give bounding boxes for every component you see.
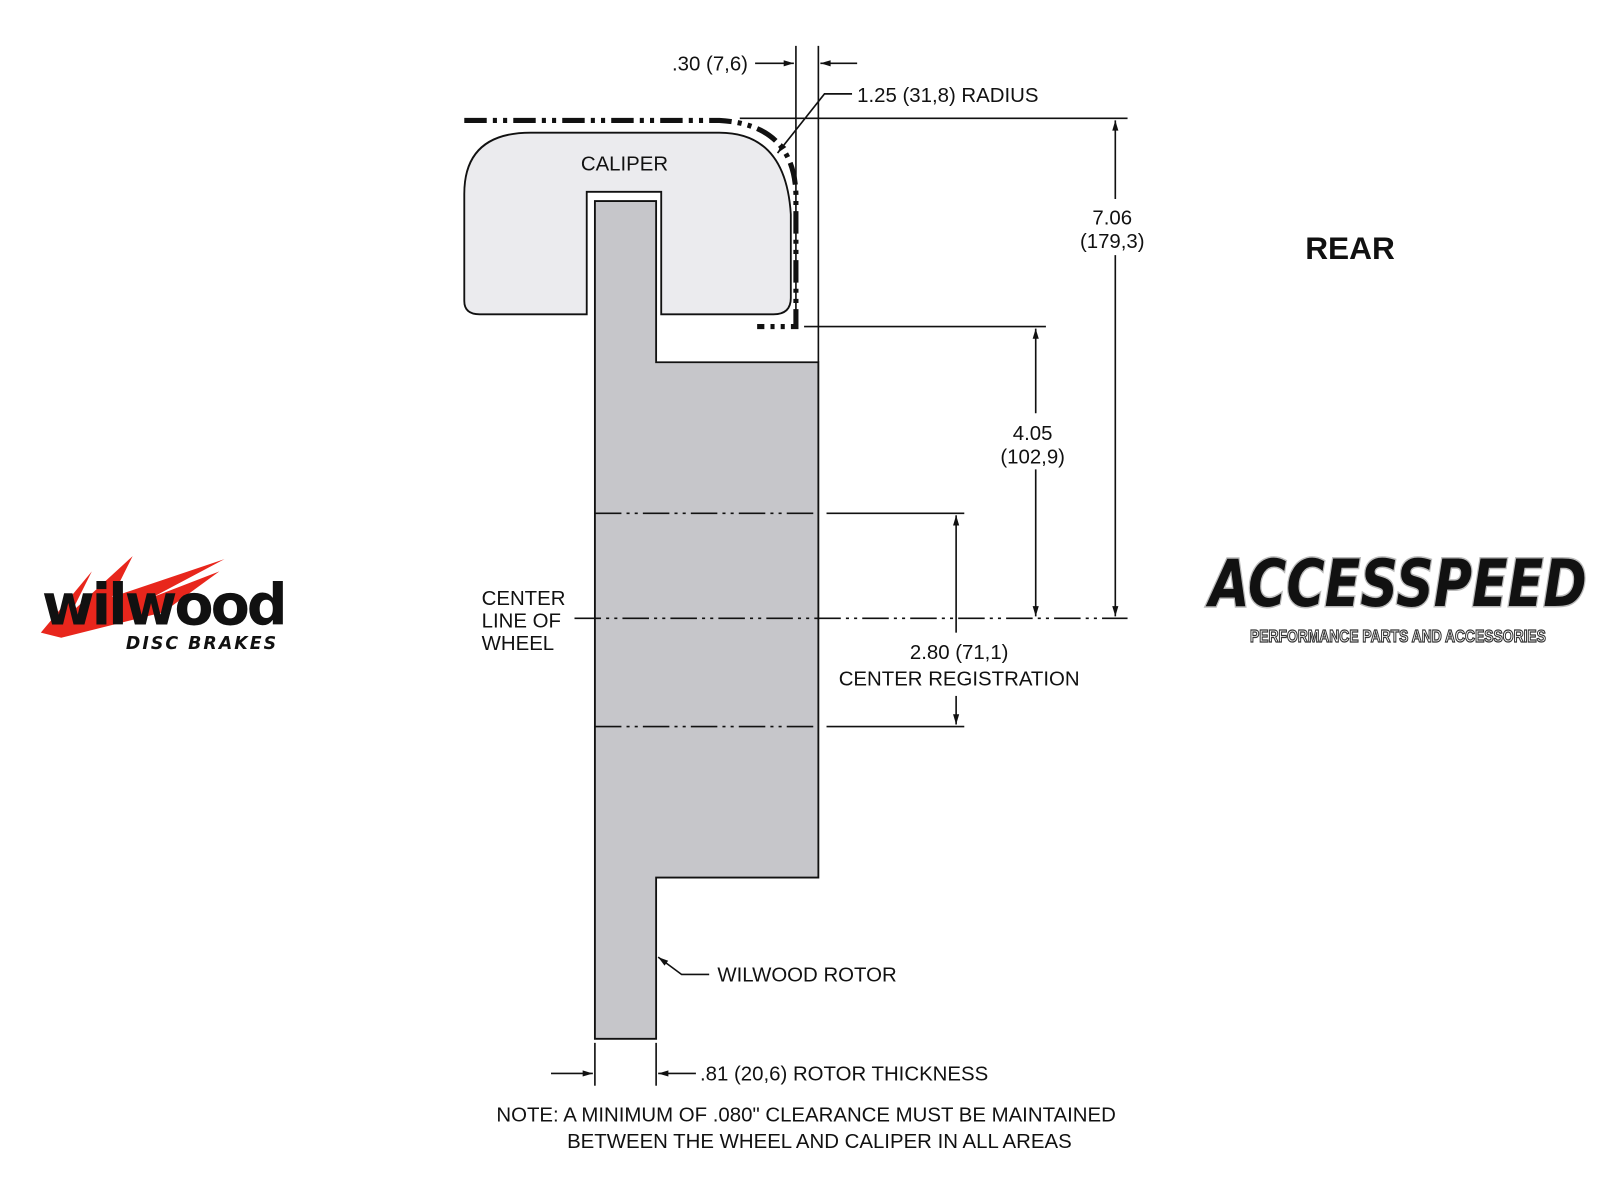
total-dimension-in: 7.06	[1092, 207, 1132, 229]
note-line-2: BETWEEN THE WHEEL AND CALIPER IN ALL ARE…	[567, 1131, 1072, 1153]
diagram-title: REAR	[1305, 230, 1395, 266]
registration-label: CENTER REGISTRATION	[839, 669, 1080, 691]
mid-dimension-mm: (102,9)	[1000, 446, 1065, 468]
caliper-label: CALIPER	[581, 153, 668, 175]
offset-dimension: .30 (7,6)	[672, 53, 748, 75]
accesspeed-tagline: PERFORMANCE PARTS AND ACCESSORIES	[1250, 626, 1546, 646]
wilwood-logo-text: wilwood	[42, 572, 285, 638]
total-dimension-mm: (179,3)	[1080, 231, 1145, 253]
registration-value: 2.80 (71,1)	[910, 642, 1009, 664]
accesspeed-logo: ACCESSPEED PERFORMANCE PARTS AND ACCESSO…	[1204, 545, 1589, 647]
rotor-label: WILWOOD ROTOR	[717, 965, 896, 987]
mid-dimension-in: 4.05	[1013, 423, 1053, 445]
wilwood-logo: wilwood DISC BRAKES	[40, 556, 288, 654]
radius-leader	[776, 93, 853, 154]
accesspeed-logo-text: ACCESSPEED	[1205, 546, 1587, 622]
note-line-1: NOTE: A MINIMUM OF .080" CLEARANCE MUST …	[496, 1104, 1115, 1126]
center-line-label-1: CENTER	[482, 588, 566, 610]
caliper-shape	[463, 131, 792, 316]
center-line-label-3: WHEEL	[482, 633, 555, 655]
wilwood-tagline: DISC BRAKES	[126, 634, 278, 654]
center-line-label-2: LINE OF	[482, 611, 561, 633]
radius-label: 1.25 (31,8) RADIUS	[857, 85, 1038, 107]
rotor-thickness-label: .81 (20,6) ROTOR THICKNESS	[700, 1064, 988, 1086]
rotor-leader	[657, 956, 710, 976]
rotor-shape	[593, 200, 820, 1040]
